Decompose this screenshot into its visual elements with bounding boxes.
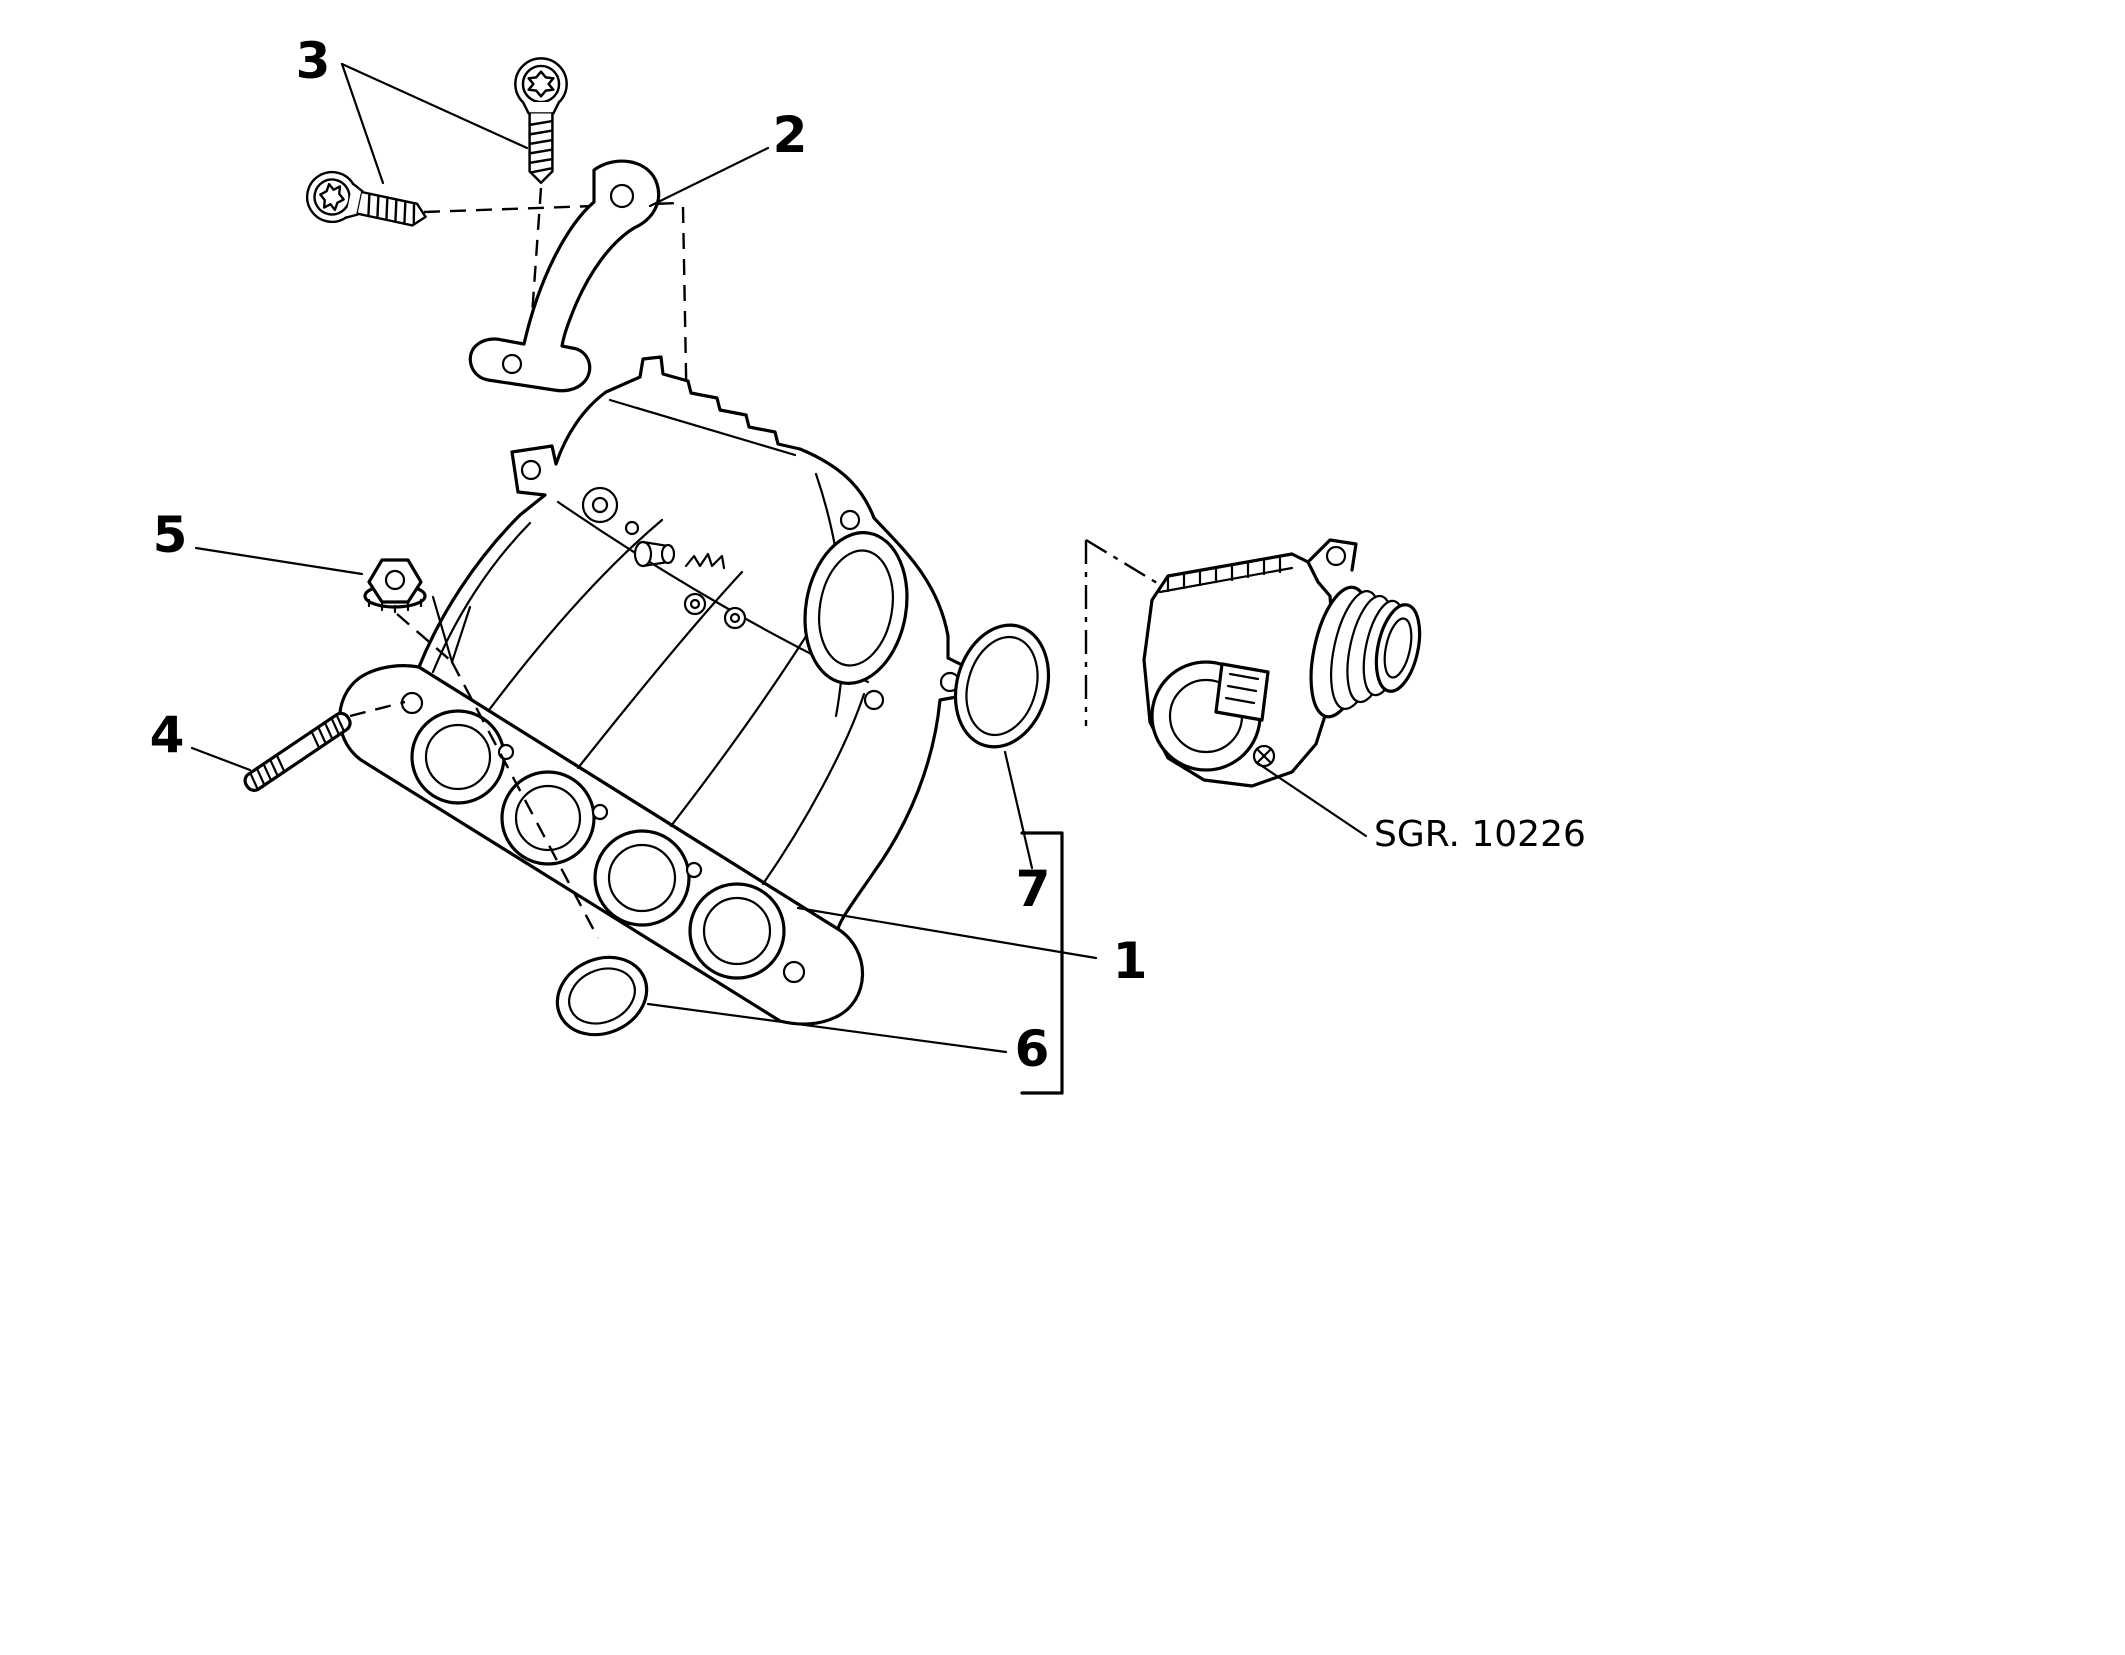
bracket-item-2 xyxy=(468,159,661,393)
callout-1: 1 xyxy=(1113,932,1148,990)
callout-6: 6 xyxy=(1015,1020,1050,1078)
sgr-reference-label: SGR. 10226 xyxy=(1374,814,1586,855)
screw-item-3-angled xyxy=(301,166,432,243)
callout-4: 4 xyxy=(150,706,185,764)
o-ring-item-7 xyxy=(953,623,1051,749)
nut-item-5 xyxy=(363,558,427,614)
callout-7: 7 xyxy=(1016,860,1051,918)
callout-5: 5 xyxy=(153,506,188,564)
manifold-body xyxy=(417,355,966,931)
port-gasket-item-6 xyxy=(555,955,649,1037)
leader-lines xyxy=(190,62,1368,1095)
connector xyxy=(1214,662,1270,722)
callout-3: 3 xyxy=(296,32,331,90)
group-bracket-item-1 xyxy=(1020,831,1064,1095)
throttle-mount-face xyxy=(803,531,909,685)
serration-teeth xyxy=(1166,555,1282,593)
manifold-ports xyxy=(400,691,806,984)
callout-2: 2 xyxy=(773,106,808,164)
stud-item-4 xyxy=(243,711,352,792)
intake-manifold-item-1 xyxy=(338,355,966,1026)
throttle-body xyxy=(1142,538,1422,788)
screw-item-3-vertical xyxy=(514,57,568,185)
